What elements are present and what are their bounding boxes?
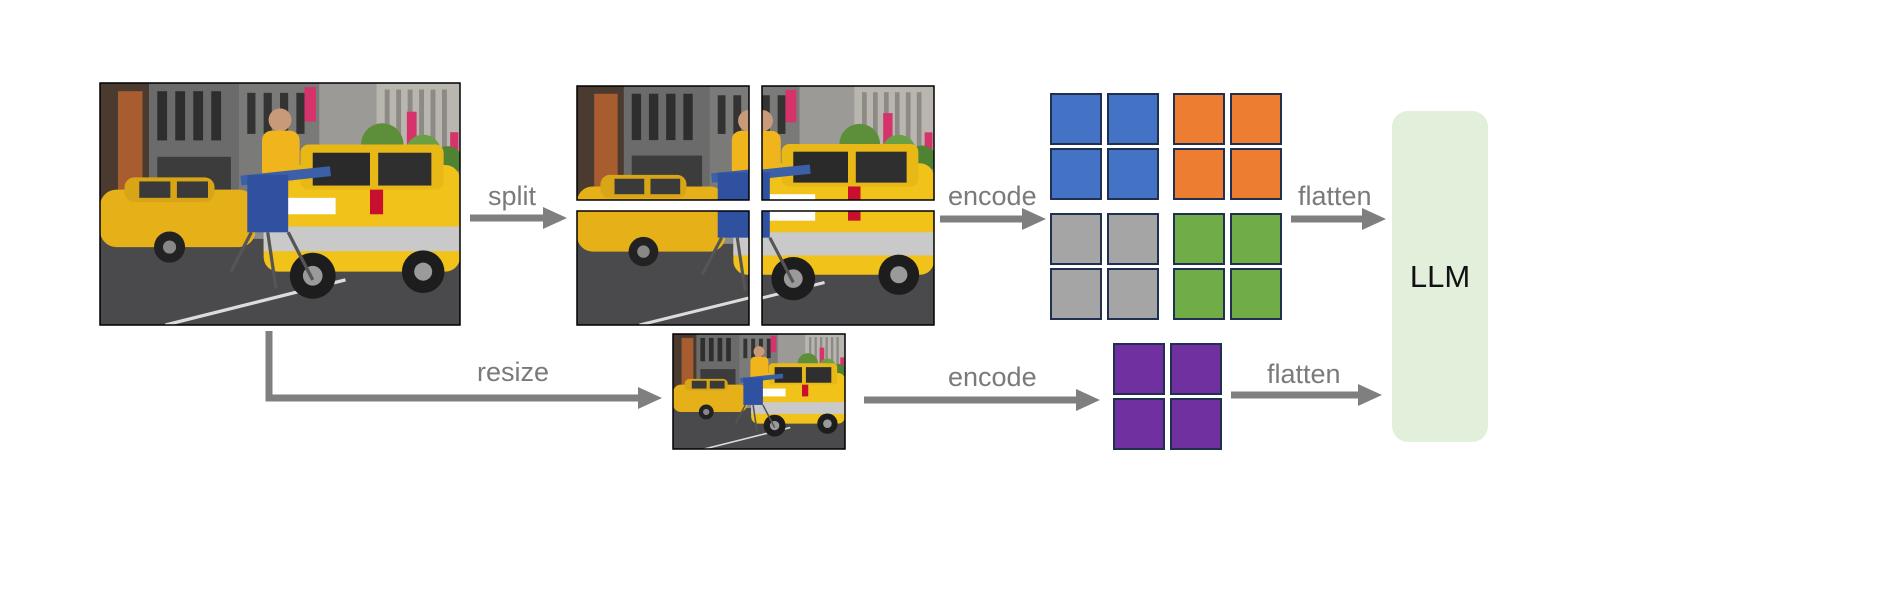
token-tile — [1050, 268, 1102, 320]
token-tile — [1050, 213, 1102, 265]
token-grid-blue — [1050, 93, 1159, 200]
token-tile — [1230, 213, 1282, 265]
crop-top-left — [576, 85, 750, 201]
token-tile — [1113, 398, 1165, 450]
token-tile — [1173, 213, 1225, 265]
token-tile — [1173, 148, 1225, 200]
token-tile — [1170, 398, 1222, 450]
flatten-arrow-bottom — [1231, 384, 1382, 406]
split-label: split — [488, 181, 537, 211]
resized-image — [672, 333, 846, 450]
flatten-arrow-top — [1291, 208, 1386, 230]
token-tile — [1107, 93, 1159, 145]
token-tile — [1170, 343, 1222, 395]
llm-label: LLM — [1410, 259, 1470, 294]
llm-box: LLM — [1392, 111, 1488, 442]
token-tile — [1107, 268, 1159, 320]
encode-label-bottom: encode — [948, 362, 1037, 392]
resize-label: resize — [477, 357, 549, 387]
resize-arrow — [265, 331, 662, 409]
token-tile — [1230, 93, 1282, 145]
token-tile — [1173, 93, 1225, 145]
token-tile — [1173, 268, 1225, 320]
crop-bottom-left — [576, 210, 750, 326]
original-image — [99, 82, 461, 326]
token-tile — [1050, 93, 1102, 145]
token-tile — [1107, 148, 1159, 200]
token-grid-green — [1173, 213, 1282, 320]
split-arrow — [470, 207, 567, 229]
token-tile — [1050, 148, 1102, 200]
encode-label-top: encode — [948, 181, 1037, 211]
token-grid-gray — [1050, 213, 1159, 320]
encode-arrow-bottom — [864, 389, 1100, 411]
crop-bottom-right — [761, 210, 935, 326]
flatten-label-top: flatten — [1298, 181, 1372, 211]
token-tile — [1107, 213, 1159, 265]
token-tile — [1113, 343, 1165, 395]
flatten-label-bottom: flatten — [1267, 359, 1341, 389]
token-tile — [1230, 268, 1282, 320]
token-grid-purple — [1113, 343, 1222, 450]
token-grid-orange — [1173, 93, 1282, 200]
crop-top-right — [761, 85, 935, 201]
token-tile — [1230, 148, 1282, 200]
encode-arrow-top — [940, 208, 1046, 230]
